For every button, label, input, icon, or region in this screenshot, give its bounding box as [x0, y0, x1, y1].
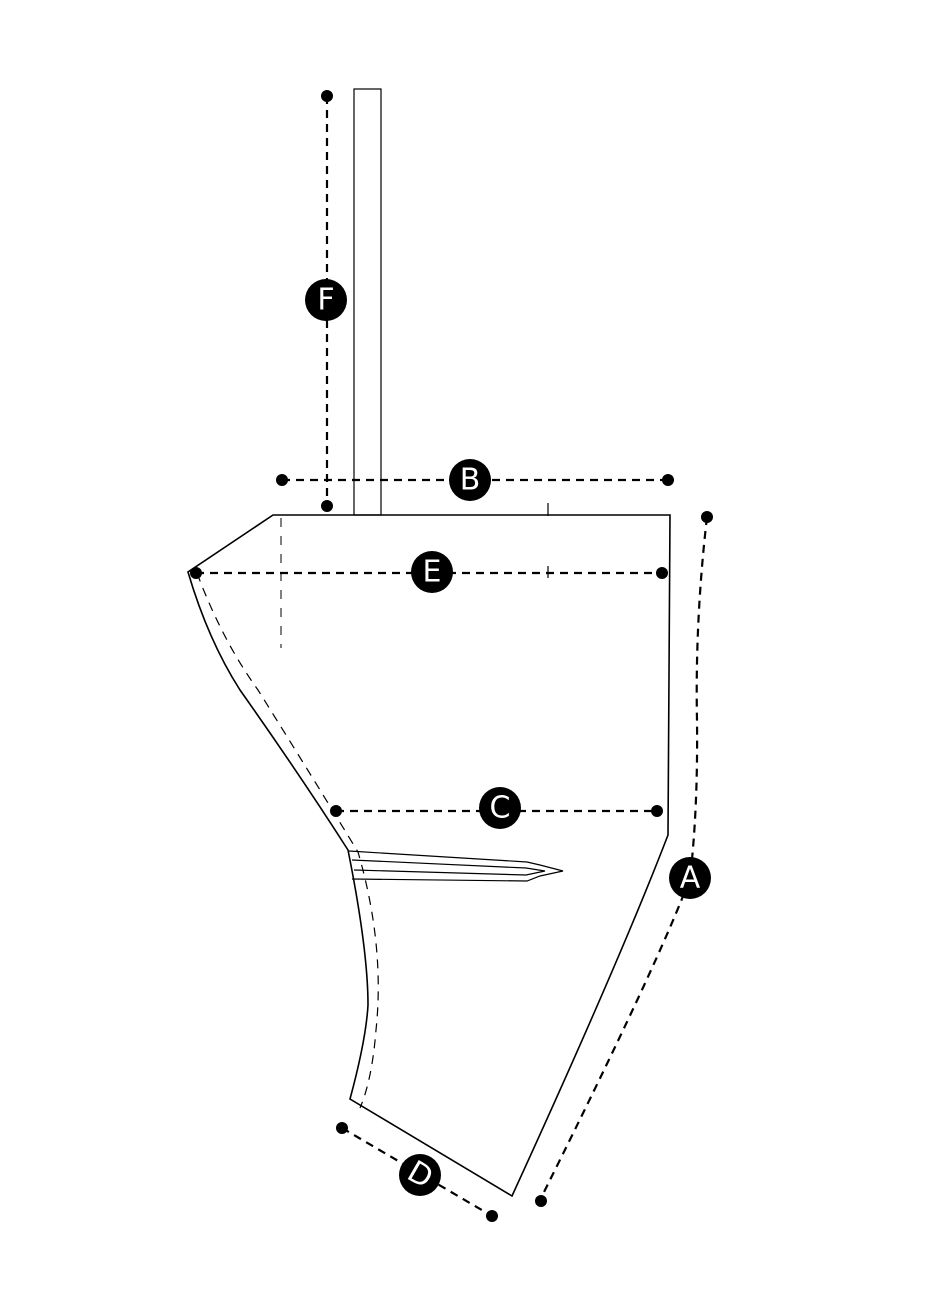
measurement-d-start-dot — [336, 1122, 348, 1134]
measurement-d-end-dot — [486, 1210, 498, 1222]
badge-f-label: F — [317, 283, 334, 318]
measurement-f-start-dot — [321, 90, 333, 102]
measurement-f-end-dot — [321, 500, 333, 512]
badge-b-label: B — [460, 463, 481, 498]
measurement-a-line — [539, 516, 709, 1201]
badge-e-label: E — [423, 555, 442, 590]
measurement-a-start-dot — [701, 511, 713, 523]
badge-c-label: C — [490, 791, 511, 826]
waistband-strip — [353, 88, 382, 516]
badge-b: B — [449, 459, 491, 501]
badge-a-label: A — [680, 861, 701, 896]
pocket-welt — [348, 850, 564, 882]
measurement-c-start-dot — [330, 805, 342, 817]
badge-f: F — [305, 279, 347, 321]
measurement-e-end-dot — [656, 567, 668, 579]
pattern-piece-outline — [187, 514, 671, 1198]
measurement-e-start-dot — [190, 567, 202, 579]
badge-d: D — [399, 1154, 441, 1196]
seam-allowance-line — [196, 572, 379, 1109]
measurement-b-end-dot — [662, 474, 674, 486]
measurement-a-end-dot — [535, 1195, 547, 1207]
badge-e: E — [411, 551, 453, 593]
badge-c: C — [479, 787, 521, 829]
measurement-b-start-dot — [276, 474, 288, 486]
pocket-welt-inner — [351, 859, 546, 876]
badge-a: A — [669, 857, 711, 899]
measurement-c-end-dot — [651, 805, 663, 817]
